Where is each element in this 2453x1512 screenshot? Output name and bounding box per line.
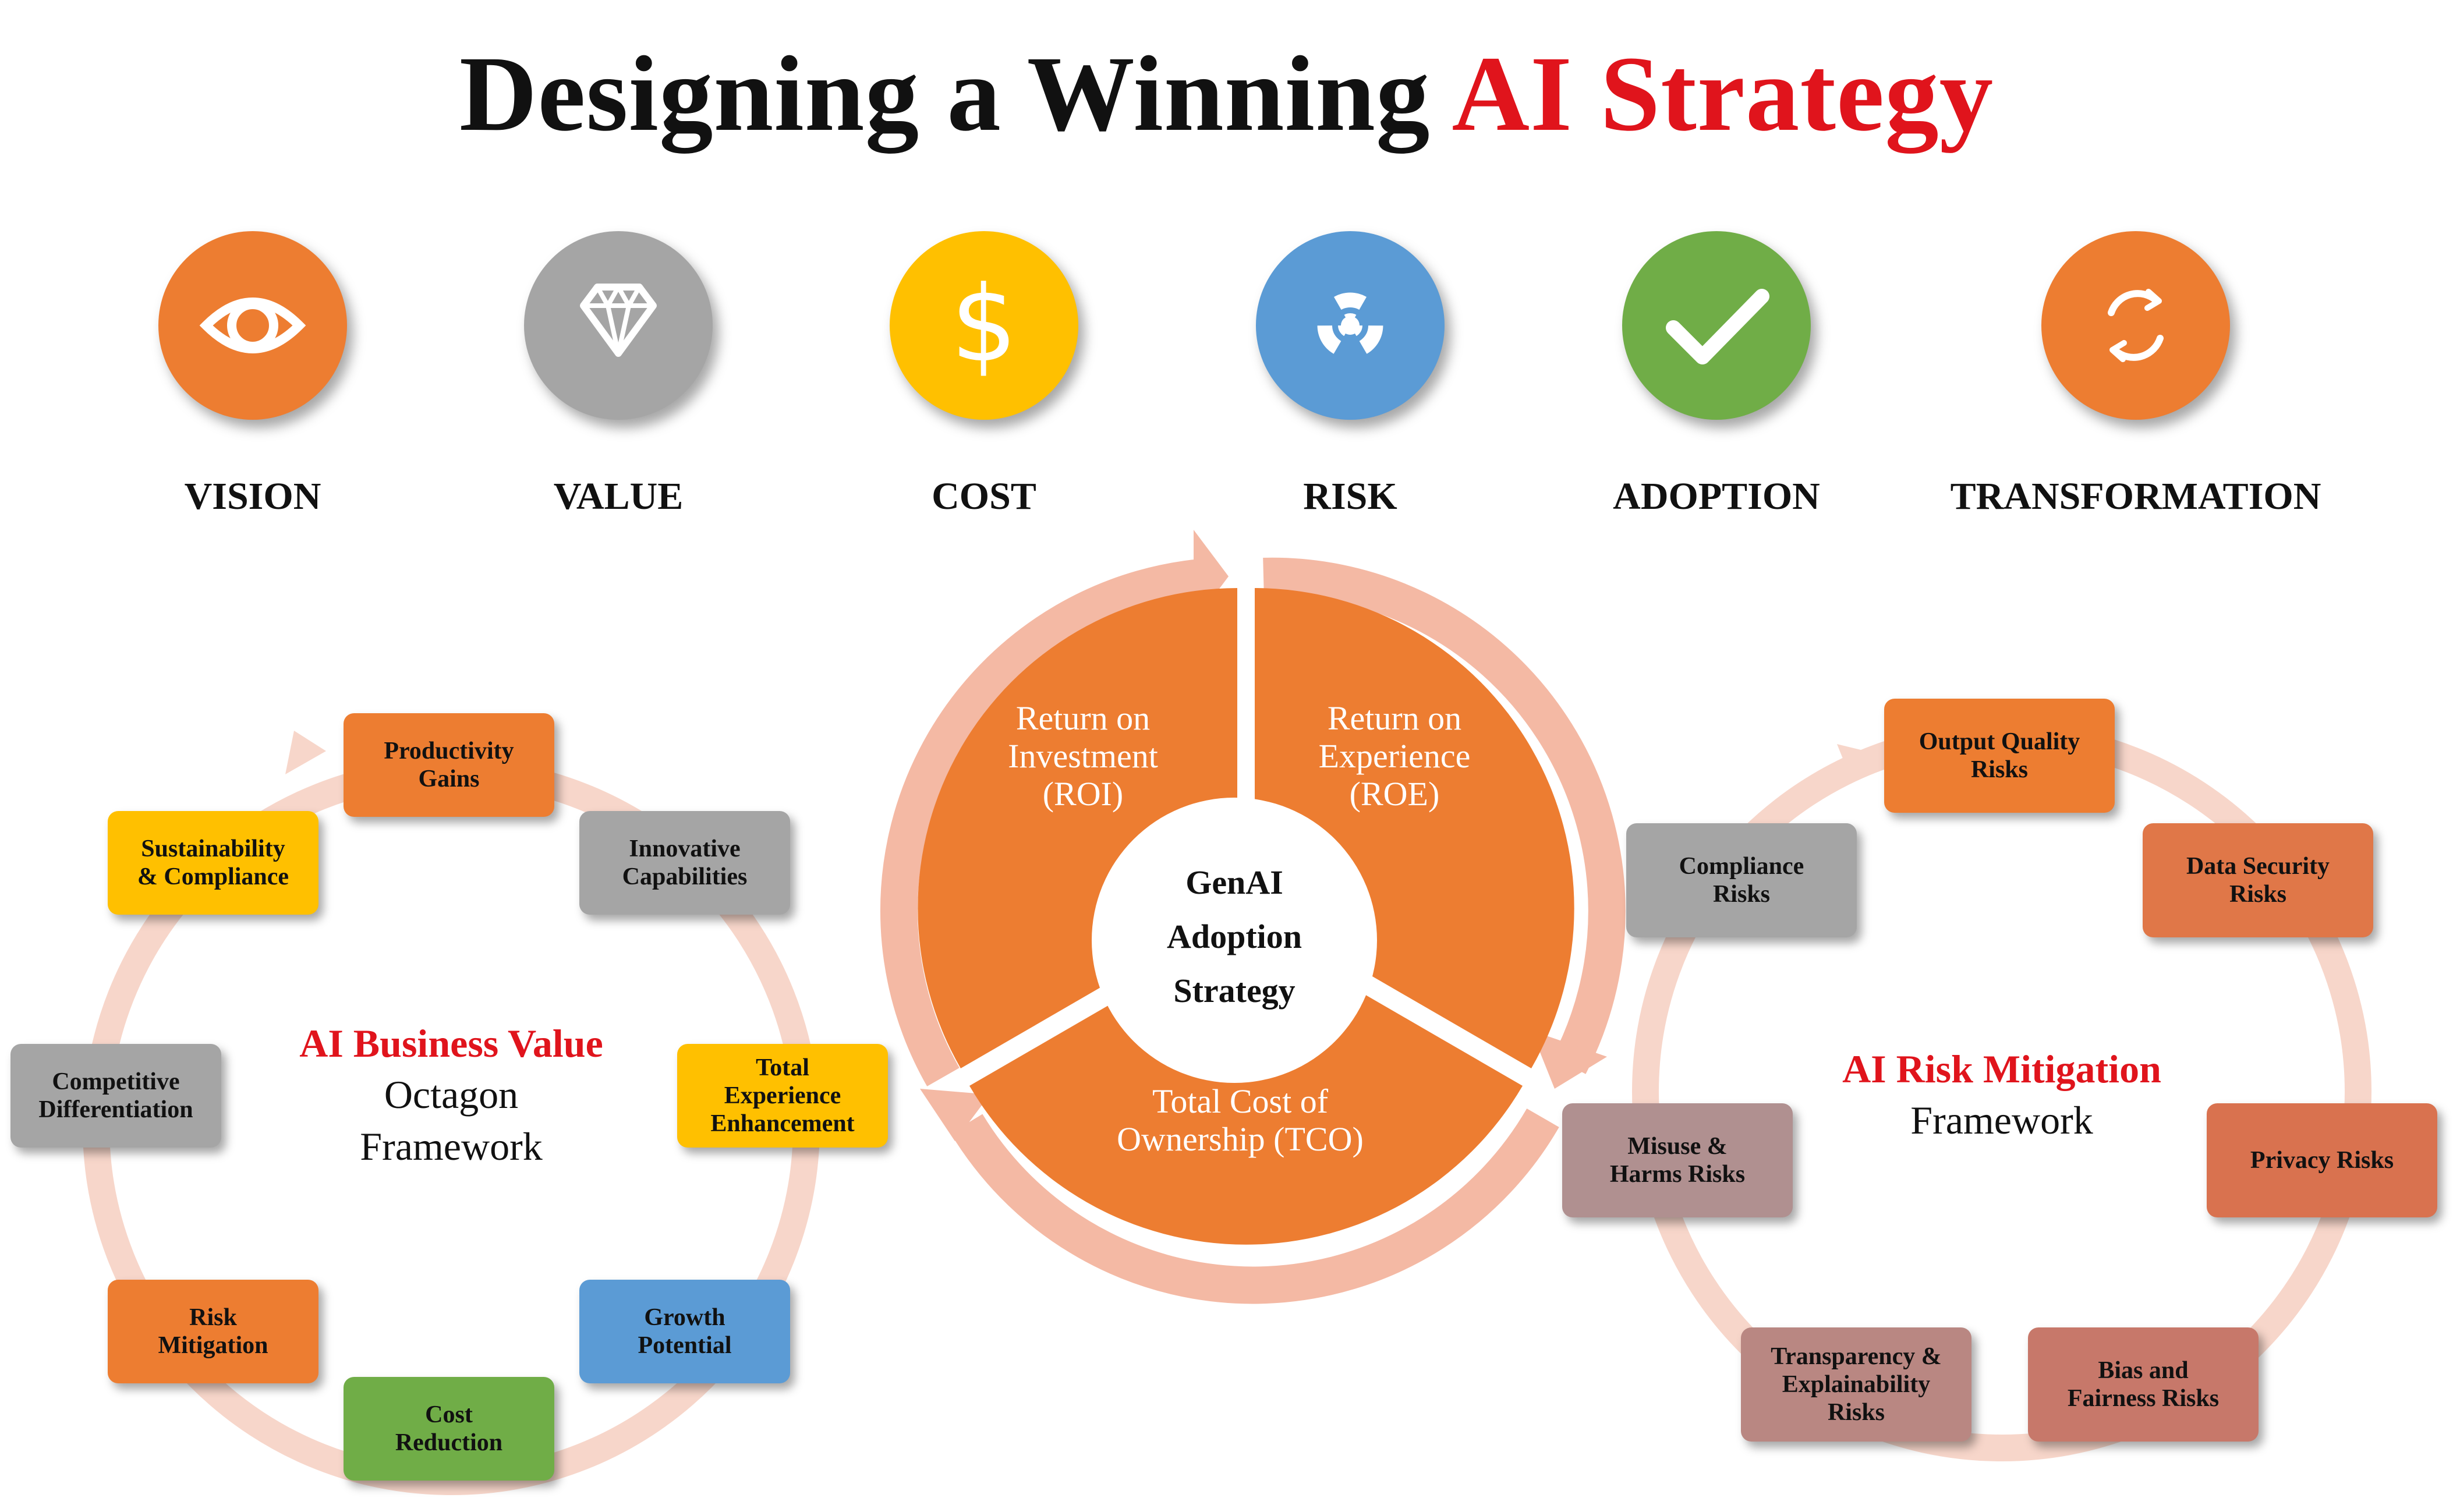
- roe-label: Return on Experience (ROE): [1318, 699, 1471, 813]
- risk-item-transparency-explainability: Transparency & Explainability Risks: [1741, 1327, 1971, 1442]
- value-item-sustainability-compliance: Sustainability & Compliance: [108, 811, 318, 915]
- hub-label: GenAI Adoption Strategy: [1166, 863, 1302, 1010]
- pillar-transformation-circle: [2041, 231, 2230, 420]
- pillar-label-transformation: TRANSFORMATION: [1950, 475, 2321, 518]
- risk-item-output-quality: Output Quality Risks: [1884, 699, 2115, 813]
- tco-label: Total Cost of Ownership (TCO): [1117, 1082, 1364, 1158]
- roi-ring-arc: [880, 558, 1217, 1086]
- risk-framework-title-red: AI Risk Mitigation: [1842, 1047, 2161, 1091]
- title-accent: AI Strategy: [1452, 34, 1994, 154]
- value-item-innovative-capabilities: Innovative Capabilities: [579, 811, 790, 915]
- roi-label: Return on Investment (ROI): [1008, 699, 1158, 813]
- eye-icon: [199, 298, 306, 353]
- pillar-value-circle: [524, 231, 713, 420]
- tco-ring-arc: [950, 1108, 1559, 1304]
- pillar-vision-circle: [158, 231, 347, 420]
- value-item-growth-potential: Growth Potential: [579, 1280, 790, 1383]
- value-item-risk-mitigation: Risk Mitigation: [108, 1280, 318, 1383]
- value-item-competitive-differentiation: Competitive Differentiation: [10, 1044, 221, 1148]
- diamond-icon: [580, 284, 657, 357]
- risk-item-misuse-harms: Misuse & Harms Risks: [1562, 1103, 1793, 1217]
- pillar-label-value: VALUE: [553, 475, 684, 518]
- value-ring-arrow: [285, 731, 326, 774]
- roe-ring-arrowhead: [1531, 1031, 1607, 1089]
- risk-framework-title: AI Risk Mitigation Framework: [1798, 1043, 2206, 1146]
- page-title: Designing a Winning AI Strategy: [0, 32, 2453, 156]
- dollar-icon: $: [951, 264, 1018, 385]
- pillar-label-cost: COST: [932, 475, 1036, 518]
- risk-framework-title-rest: Framework: [1910, 1098, 2093, 1143]
- refresh-icon: [2108, 289, 2164, 362]
- pillar-cost-circle: $: [890, 231, 1078, 420]
- risk-item-compliance: Compliance Risks: [1626, 823, 1857, 937]
- pillar-label-risk: RISK: [1303, 475, 1397, 518]
- svg-text:$: $: [951, 264, 1018, 385]
- value-framework-title-red: AI Business Value: [299, 1021, 603, 1065]
- pillar-label-adoption: ADOPTION: [1613, 475, 1820, 518]
- pillar-adoption-circle: [1622, 231, 1811, 420]
- genai-adoption-wheel: [880, 530, 1626, 1304]
- value-item-total-experience-enhancement: Total Experience Enhancement: [677, 1044, 888, 1148]
- value-item-cost-reduction: Cost Reduction: [344, 1377, 554, 1481]
- risk-item-privacy: Privacy Risks: [2207, 1103, 2437, 1217]
- value-framework-title: AI Business Value Octagon Framework: [247, 1018, 655, 1172]
- value-item-productivity-gains: Productivity Gains: [344, 713, 554, 817]
- wheel-hub: [1092, 798, 1377, 1083]
- title-main: Designing a Winning: [459, 34, 1452, 154]
- roe-ring-arc: [1263, 557, 1626, 1074]
- pillar-risk-circle: [1256, 231, 1445, 420]
- checkmark-icon: [1666, 289, 1769, 364]
- value-framework-title-rest: Octagon Framework: [360, 1072, 543, 1168]
- tco-ring-arrowhead: [920, 1089, 990, 1141]
- radiation-icon: [1317, 292, 1383, 354]
- risk-item-bias-fairness: Bias and Fairness Risks: [2028, 1327, 2259, 1442]
- risk-item-data-security: Data Security Risks: [2143, 823, 2373, 937]
- risk-ring-arrow: [1837, 744, 1878, 780]
- tco-segment: [969, 926, 1523, 1245]
- pillar-label-vision: VISION: [184, 475, 321, 518]
